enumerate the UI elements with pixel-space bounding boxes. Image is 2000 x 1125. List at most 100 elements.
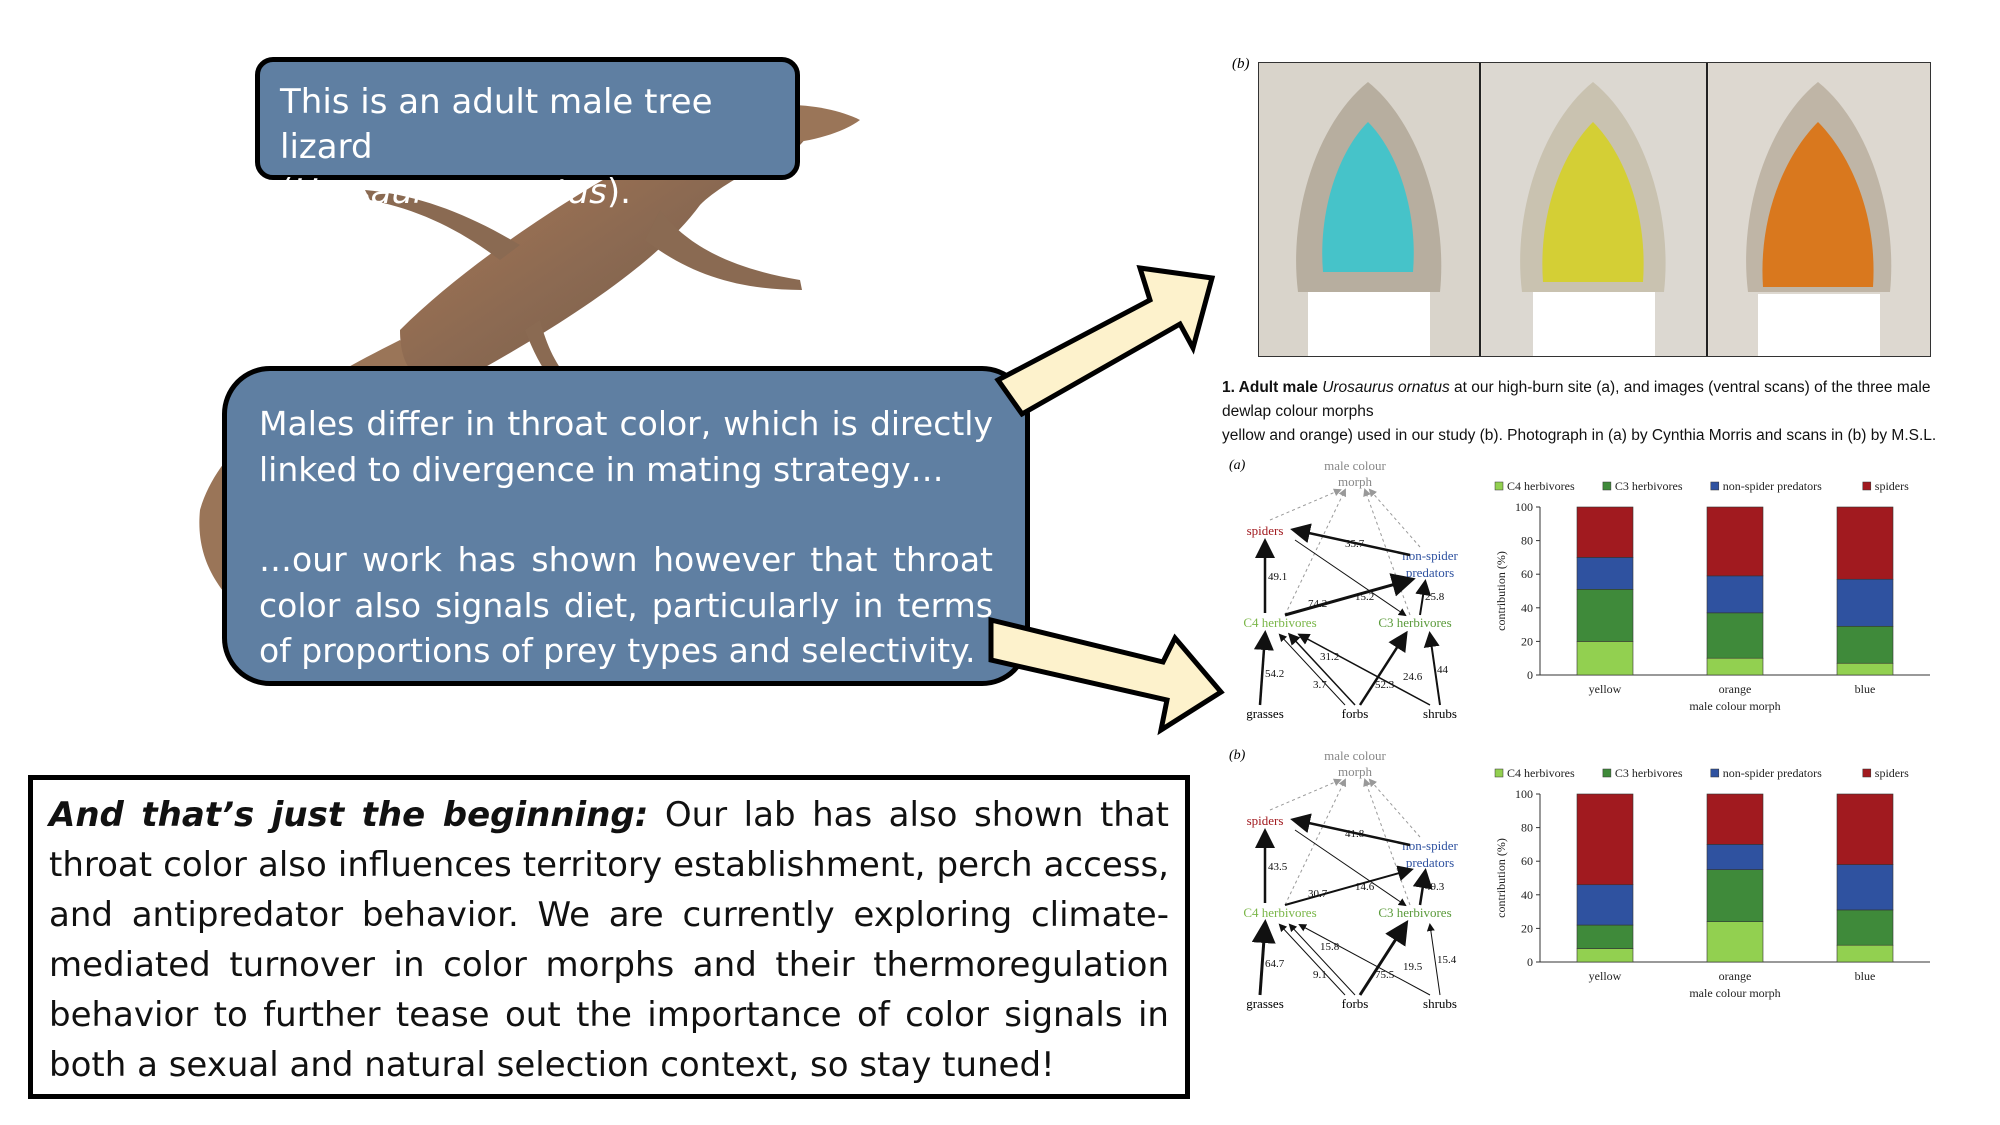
web-b-edge-label: 75.5 [1375,969,1395,981]
web-b-label: (b) [1229,748,1246,763]
bar-segment [1836,578,1894,627]
y-tick-label: 60 [1521,567,1533,581]
legend-label: non-spider predators [1723,479,1822,493]
web-b-edge-label: 15.8 [1320,941,1340,953]
x-tick-label: blue [1855,682,1876,696]
web-b-spiders-node: spiders [1247,813,1284,828]
x-tick-label: yellow [1589,969,1622,983]
x-axis-label: male colour morph [1689,699,1780,713]
web-b-edge-label: 15.4 [1437,954,1457,966]
callout-intro-line: This is an adult male tree lizard [280,82,713,167]
arrow-to-dewlap-scans [994,264,1216,418]
web-a-edge-label: 35.7 [1345,538,1365,550]
x-tick-label: blue [1855,969,1876,983]
web-a-nonspider-node-1: non-spider [1402,548,1458,563]
web-a-label: (a) [1229,458,1246,473]
legend-swatch [1862,768,1872,778]
legend-swatch [1710,768,1720,778]
y-tick-label: 60 [1521,854,1533,868]
bar-segment [1576,589,1634,642]
diet-contribution-chart-a: C4 herbivores C3 herbivores non-spider pre… [1494,479,1930,713]
summary-lead: And that’s just the beginning: [49,795,649,835]
web-b-edge-labels: 41.8 43.5 30.7 14.6 49.3 64.7 9.1 15.8 7… [1265,828,1457,981]
legend-swatch [1602,481,1612,491]
x-axis-label: male colour morph [1689,986,1780,1000]
web-b-dashed-edges [1269,778,1421,906]
bar-segment [1706,793,1764,845]
bar-segment [1706,844,1764,870]
web-a-morph-label-2: morph [1338,474,1372,489]
figure-caption: 1. Adult male Urosaurus ornatus at our h… [1222,376,1982,448]
legend-swatch [1602,768,1612,778]
y-tick-label: 0 [1527,668,1533,682]
web-b-edge-label: 41.8 [1345,828,1365,840]
web-a-nonspider-node-2: predators [1406,565,1454,580]
callout-paragraph-1: Males differ in throat color, which is d… [259,404,993,489]
web-a-shrubs-node: shrubs [1423,706,1457,721]
legend-label: C3 herbivores [1615,479,1683,493]
bar-segment [1836,625,1894,664]
web-b-c4-node: C4 herbivores [1243,905,1316,920]
dewlap-scans-figure [1258,62,1931,357]
summary-text-box: And that’s just the beginning: Our lab h… [28,775,1190,1099]
callout-species-line: (Urosaurus ornatus). [280,170,775,215]
bar-segment [1706,921,1764,963]
y-tick-label: 0 [1527,955,1533,969]
throat-color-callout: Males differ in throat color, which is d… [222,366,1030,686]
figure-b-label: (b) [1232,56,1250,72]
bar-segment [1836,506,1894,580]
web-a-c3-node: C3 herbivores [1378,615,1451,630]
species-name: Urosaurus ornatus [293,172,607,212]
legend-swatch [1494,768,1504,778]
web-a-edge-labels: 35.7 49.1 74.2 15.2 25.8 54.2 3.7 31.2 5… [1265,538,1449,691]
x-tick-label: yellow [1589,682,1622,696]
bar-segment [1576,793,1634,886]
web-b-edge-label: 14.6 [1355,881,1375,893]
web-a-edges [1253,523,1441,706]
summary-body: Our lab has also shown that throat color… [49,795,1169,1085]
web-a-edge-label: 25.8 [1425,591,1445,603]
dewlap-scan-blue [1258,62,1480,357]
caption-fig-number: 1. Adult male [1222,379,1323,396]
bar-segment [1836,793,1894,865]
web-b-nonspider-node-1: non-spider [1402,838,1458,853]
legend-item: C4 herbivores [1494,479,1575,493]
web-a-edge-label: 3.7 [1313,679,1327,691]
caption-line-2: yellow and orange) used in our study (b)… [1222,427,1937,444]
web-b-shrubs-node: shrubs [1423,996,1457,1011]
legend-swatch [1710,481,1720,491]
legend-label: non-spider predators [1723,766,1822,780]
web-a-edge-label: 74.2 [1308,598,1327,610]
legend-item: non-spider predators [1710,479,1822,493]
web-a-edge-label: 15.2 [1355,591,1374,603]
y-tick-label: 100 [1515,787,1533,801]
y-tick-label: 20 [1521,921,1533,935]
web-a-spiders-node: spiders [1247,523,1284,538]
caption-line-1: 1. Adult male Urosaurus ornatus at our h… [1222,376,1982,424]
y-tick-label: 20 [1521,634,1533,648]
legend-item: spiders [1862,479,1909,493]
web-b-edge-label: 30.7 [1308,888,1328,900]
caption-species: Urosaurus ornatus [1322,379,1450,396]
web-a-c4-node: C4 herbivores [1243,615,1316,630]
bar-segment [1706,575,1764,614]
bar-segment [1576,641,1634,676]
bar-segment [1576,924,1634,949]
paren-close: ). [606,172,631,212]
bar-segment [1836,944,1894,963]
bar-segment [1706,657,1764,676]
web-a-morph-label-1: male colour [1324,458,1386,473]
web-a-edge-label: 54.2 [1265,668,1284,680]
web-b-edge-label: 49.3 [1425,881,1445,893]
food-web-a: (a) male colour morph spiders non-spider… [1229,458,1458,721]
food-web-b: (b) male colour morph spiders non-spider… [1229,748,1458,1011]
bar-segment [1576,506,1634,558]
legend-swatch [1862,481,1872,491]
legend-item: C3 herbivores [1602,479,1683,493]
bar-segment [1576,948,1634,963]
paren-open: ( [280,172,294,212]
legend-item: C3 herbivores [1602,766,1683,780]
y-axis-label: contribution (%) [1494,838,1508,918]
web-b-grasses-node: grasses [1246,996,1284,1011]
y-tick-label: 40 [1521,888,1533,902]
